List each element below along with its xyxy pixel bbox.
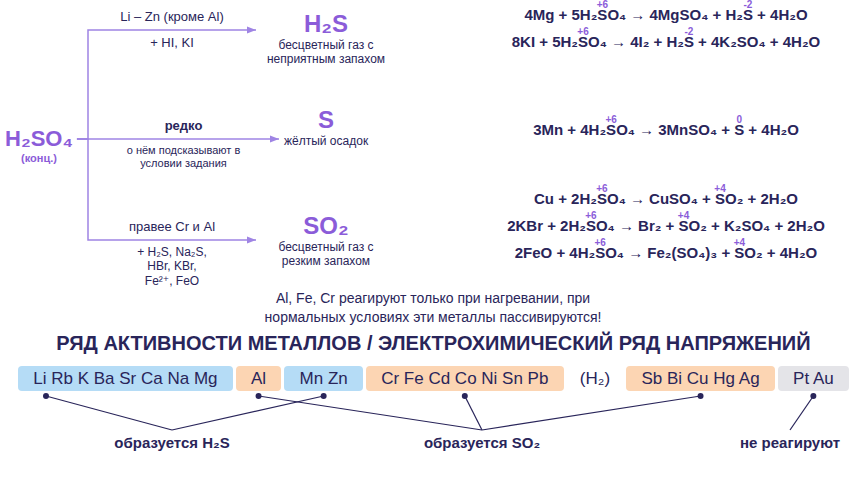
leader-dot xyxy=(321,393,327,399)
reagent-note: о нём подсказывают в условии задания xyxy=(116,144,251,170)
leader-dot xyxy=(698,393,704,399)
edge-label: Li – Zn (кроме Al) xyxy=(118,9,226,25)
leader-dot xyxy=(462,393,468,399)
leader-line xyxy=(790,396,813,430)
note-text: Al, Fe, Cr реагируют только при нагреван… xyxy=(193,289,673,327)
oxidation-state: +4 xyxy=(714,184,725,194)
equation: 4Mg + 5H₂SO₄ → 4MgSO₄ + H₂S + 4H₂O xyxy=(524,6,807,24)
product-node: Sжёлтый осадок xyxy=(281,106,371,148)
metal-group-box: Mn Zn xyxy=(284,366,363,391)
oxidation-state: +6 xyxy=(596,184,607,194)
edge-label: редко xyxy=(163,118,205,134)
oxidation-state: +6 xyxy=(597,0,608,10)
node-heading: SO₂ xyxy=(261,212,391,240)
leader-dot xyxy=(43,393,49,399)
node-caption: бесцветный газ с резким запахом xyxy=(261,240,391,268)
node-heading: Mn Zn xyxy=(300,366,348,391)
group-caption: образуется H₂S xyxy=(114,434,229,452)
group-caption: образуется SO₂ xyxy=(424,434,540,452)
oxidation-state: -2 xyxy=(684,27,693,37)
product-node: H₂Sбесцветный газ с неприятным запахом xyxy=(258,10,394,66)
equation: 2KBr + 2H₂SO₄ → Br₂ + SO₂ + K₂SO₄ + 2H₂O xyxy=(507,217,825,235)
leader-line xyxy=(259,396,482,430)
leader-dot xyxy=(256,393,262,399)
leader-line xyxy=(46,396,172,430)
node-heading: Pt Au xyxy=(793,366,834,391)
node-heading: H₂S xyxy=(261,10,391,38)
reagent-note: + HI, KI xyxy=(150,35,194,51)
oxidation-state: +6 xyxy=(605,115,616,125)
node-caption: жёлтый осадок xyxy=(284,134,368,148)
oxidation-state: +6 xyxy=(577,27,588,37)
leader-line xyxy=(172,396,324,430)
leader-dot xyxy=(810,393,816,399)
oxidation-state: +4 xyxy=(734,238,745,248)
oxidation-state: -2 xyxy=(743,0,752,10)
node-heading: Li Rb K Ba Sr Ca Na Mg xyxy=(33,366,217,391)
node-heading: Al xyxy=(251,366,266,391)
branch-arrow xyxy=(77,138,279,140)
metal-group-box: Sb Bi Cu Hg Ag xyxy=(626,366,775,391)
node-heading: Cr Fe Cd Co Ni Sn Pb xyxy=(381,366,548,391)
branch-arrow xyxy=(77,139,256,240)
product-node: SO₂бесцветный газ с резким запахом xyxy=(258,212,394,268)
leader-line xyxy=(465,396,482,430)
node-caption: бесцветный газ с неприятным запахом xyxy=(261,38,391,66)
oxidation-state: +4 xyxy=(678,211,689,221)
node-heading: H₂SO₄ xyxy=(5,126,73,152)
edge-label: правее Cr и Al xyxy=(127,219,217,235)
node-heading: Sb Bi Cu Hg Ag xyxy=(641,366,759,391)
node-heading: S xyxy=(284,106,368,134)
metal-group-box: Pt Au xyxy=(778,366,849,391)
equation: Cu + 2H₂SO₄ → CuSO₄ + SO₂ + 2H₂O xyxy=(534,190,798,208)
branch-arrow xyxy=(77,30,256,139)
metal-group-box: Cr Fe Cd Co Ni Sn Pb xyxy=(366,366,564,391)
equation: 2FeO + 4H₂SO₄ → Fe₂(SO₄)₃ + SO₂ + 4H₂O xyxy=(515,244,818,262)
leader-line xyxy=(482,396,701,430)
node-caption: (конц.) xyxy=(5,152,73,165)
reagent-note: + H₂S, Na₂S, HBr, KBr, Fe²⁺, FeO xyxy=(132,245,212,288)
metal-group-box: Al xyxy=(236,366,282,391)
oxidation-state: +6 xyxy=(585,211,596,221)
equation: 3Mn + 4H₂SO₄ → 3MnSO₄ + S + 4H₂O xyxy=(533,121,799,139)
metal-group-box: Li Rb K Ba Sr Ca Na Mg xyxy=(18,366,233,391)
oxidation-state: +6 xyxy=(594,238,605,248)
reagent-node: H₂SO₄(конц.) xyxy=(3,126,75,165)
equation: 8KI + 5H₂SO₄ → 4I₂ + H₂S + 4K₂SO₄ + 4H₂O xyxy=(512,33,821,51)
oxidation-state: 0 xyxy=(736,115,742,125)
group-caption: не реагируют xyxy=(740,434,840,452)
section-heading: РЯД АКТИВНОСТИ МЕТАЛЛОВ / ЭЛЕКТРОХИМИЧЕС… xyxy=(56,331,810,355)
hydrogen-mark: (H₂) xyxy=(567,366,624,391)
